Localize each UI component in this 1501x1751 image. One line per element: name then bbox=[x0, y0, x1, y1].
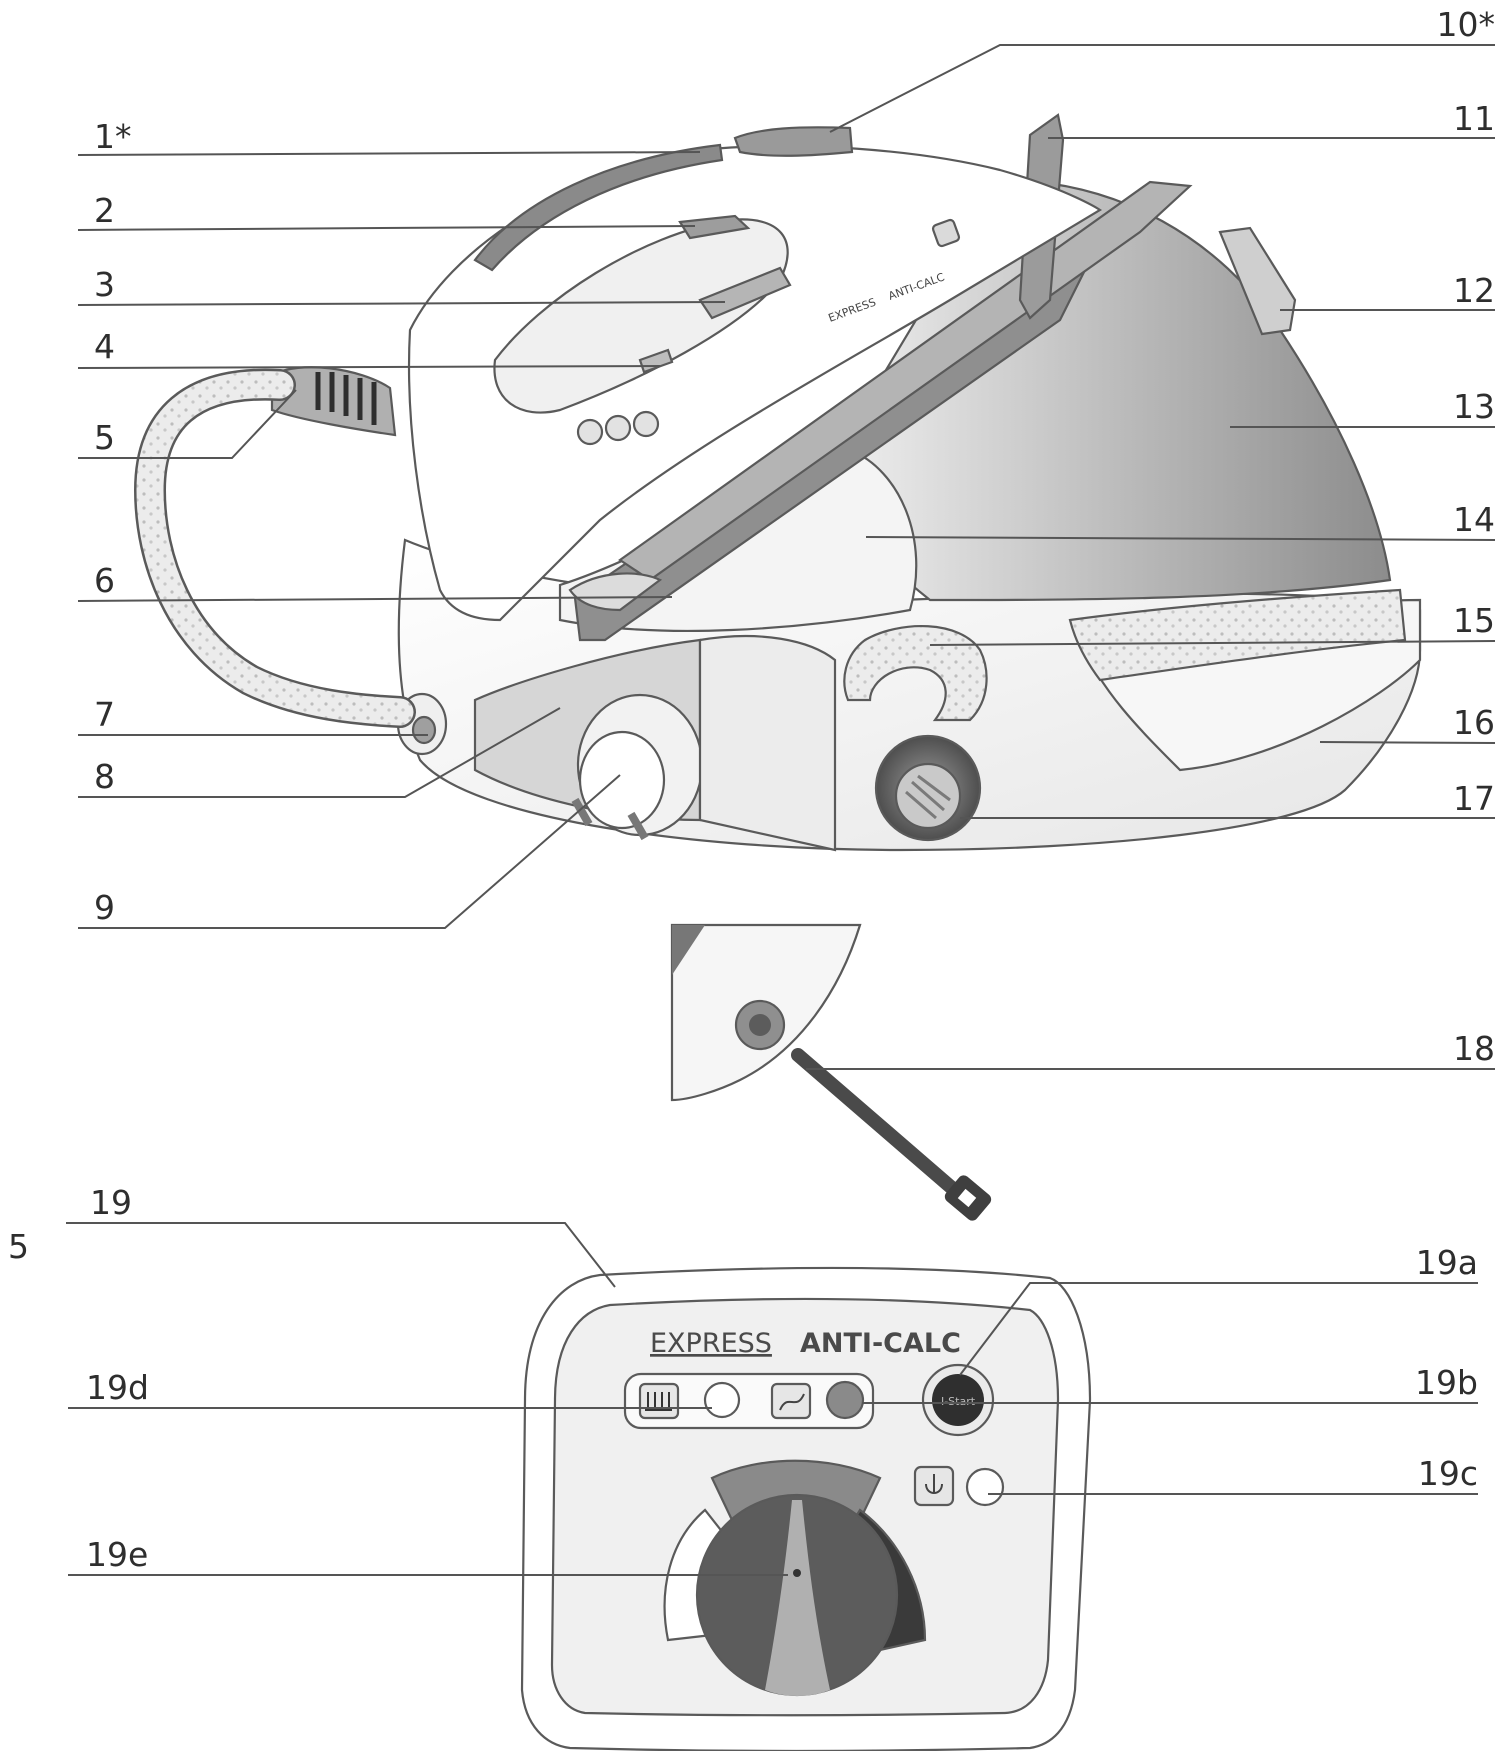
anticalc-icon bbox=[638, 1382, 680, 1420]
label-19a: 19a bbox=[1416, 1243, 1478, 1282]
anticalc-icon-glyph bbox=[645, 1392, 672, 1411]
label-19b: 19b bbox=[1415, 1363, 1478, 1402]
iron-anticalc-icon bbox=[931, 218, 961, 248]
panel-express-text: EXPRESS bbox=[650, 1328, 772, 1359]
label-19c: 19c bbox=[1418, 1454, 1478, 1493]
start-button bbox=[932, 1374, 984, 1426]
edge-fragment: 5 bbox=[8, 1227, 29, 1266]
label-2: 2 bbox=[94, 191, 115, 230]
panel-anticalc-text: ANTI-CALC bbox=[800, 1328, 961, 1359]
steam-generator-illustration: EXPRESS ANTI-CALC bbox=[133, 113, 1422, 852]
indicator-cluster bbox=[623, 1372, 875, 1430]
label-10: 10* bbox=[1437, 5, 1496, 44]
dial-center bbox=[793, 1569, 801, 1577]
anticalc-light bbox=[703, 1381, 741, 1419]
steam-hose bbox=[133, 368, 416, 728]
label-19d: 19d bbox=[86, 1368, 149, 1407]
iron-lock-button bbox=[733, 126, 854, 157]
label-12: 12 bbox=[1453, 271, 1495, 310]
label-9: 9 bbox=[94, 888, 115, 927]
label-3: 3 bbox=[94, 265, 115, 304]
start-button-label: I-Start bbox=[941, 1395, 976, 1408]
label-17: 17 bbox=[1453, 779, 1495, 818]
label-14: 14 bbox=[1453, 500, 1495, 539]
steam-control bbox=[698, 266, 792, 320]
iron-top-grip bbox=[473, 143, 724, 272]
steam-trigger bbox=[678, 214, 751, 240]
label-8: 8 bbox=[94, 757, 115, 796]
label-16: 16 bbox=[1453, 703, 1495, 742]
anti-scale-collector bbox=[874, 734, 982, 842]
label-13: 13 bbox=[1453, 387, 1495, 426]
eco-glyph bbox=[925, 1474, 943, 1494]
label-18: 18 bbox=[1453, 1029, 1495, 1068]
leader-lines bbox=[66, 44, 1496, 1576]
label-19e: 19e bbox=[86, 1535, 148, 1574]
control-panel-detail: EXPRESS ANTI-CALC I-Start bbox=[520, 1266, 1092, 1751]
anti-scale-key-detail bbox=[670, 923, 992, 1221]
steam-ready-glyph bbox=[779, 1393, 805, 1411]
cord-guard-ribs bbox=[315, 372, 377, 425]
callout-labels: 1* 2 3 4 5 6 7 8 9 10* 11 12 13 14 15 16… bbox=[8, 5, 1495, 1574]
cord-winder bbox=[698, 634, 837, 852]
eco-light bbox=[965, 1467, 1005, 1507]
power-plug bbox=[571, 693, 704, 841]
label-11: 11 bbox=[1453, 99, 1495, 138]
label-15: 15 bbox=[1453, 601, 1495, 640]
anti-scale-key bbox=[791, 1048, 967, 1202]
label-19: 19 bbox=[90, 1183, 132, 1222]
label-1: 1* bbox=[94, 117, 132, 156]
steam-ready-light bbox=[825, 1380, 865, 1420]
tank-handle bbox=[1218, 226, 1297, 336]
detail-shading bbox=[672, 925, 705, 975]
label-5: 5 bbox=[94, 418, 115, 457]
iron-temperature-icons bbox=[576, 410, 660, 446]
base-hose-ring bbox=[1068, 588, 1407, 682]
steam-hose-fill bbox=[136, 371, 414, 726]
dial-pointer bbox=[765, 1500, 830, 1696]
hose-storage bbox=[843, 625, 988, 722]
label-4: 4 bbox=[94, 327, 115, 366]
label-7: 7 bbox=[94, 695, 115, 734]
iron-soleplate-tip bbox=[568, 572, 663, 612]
label-6: 6 bbox=[94, 561, 115, 600]
